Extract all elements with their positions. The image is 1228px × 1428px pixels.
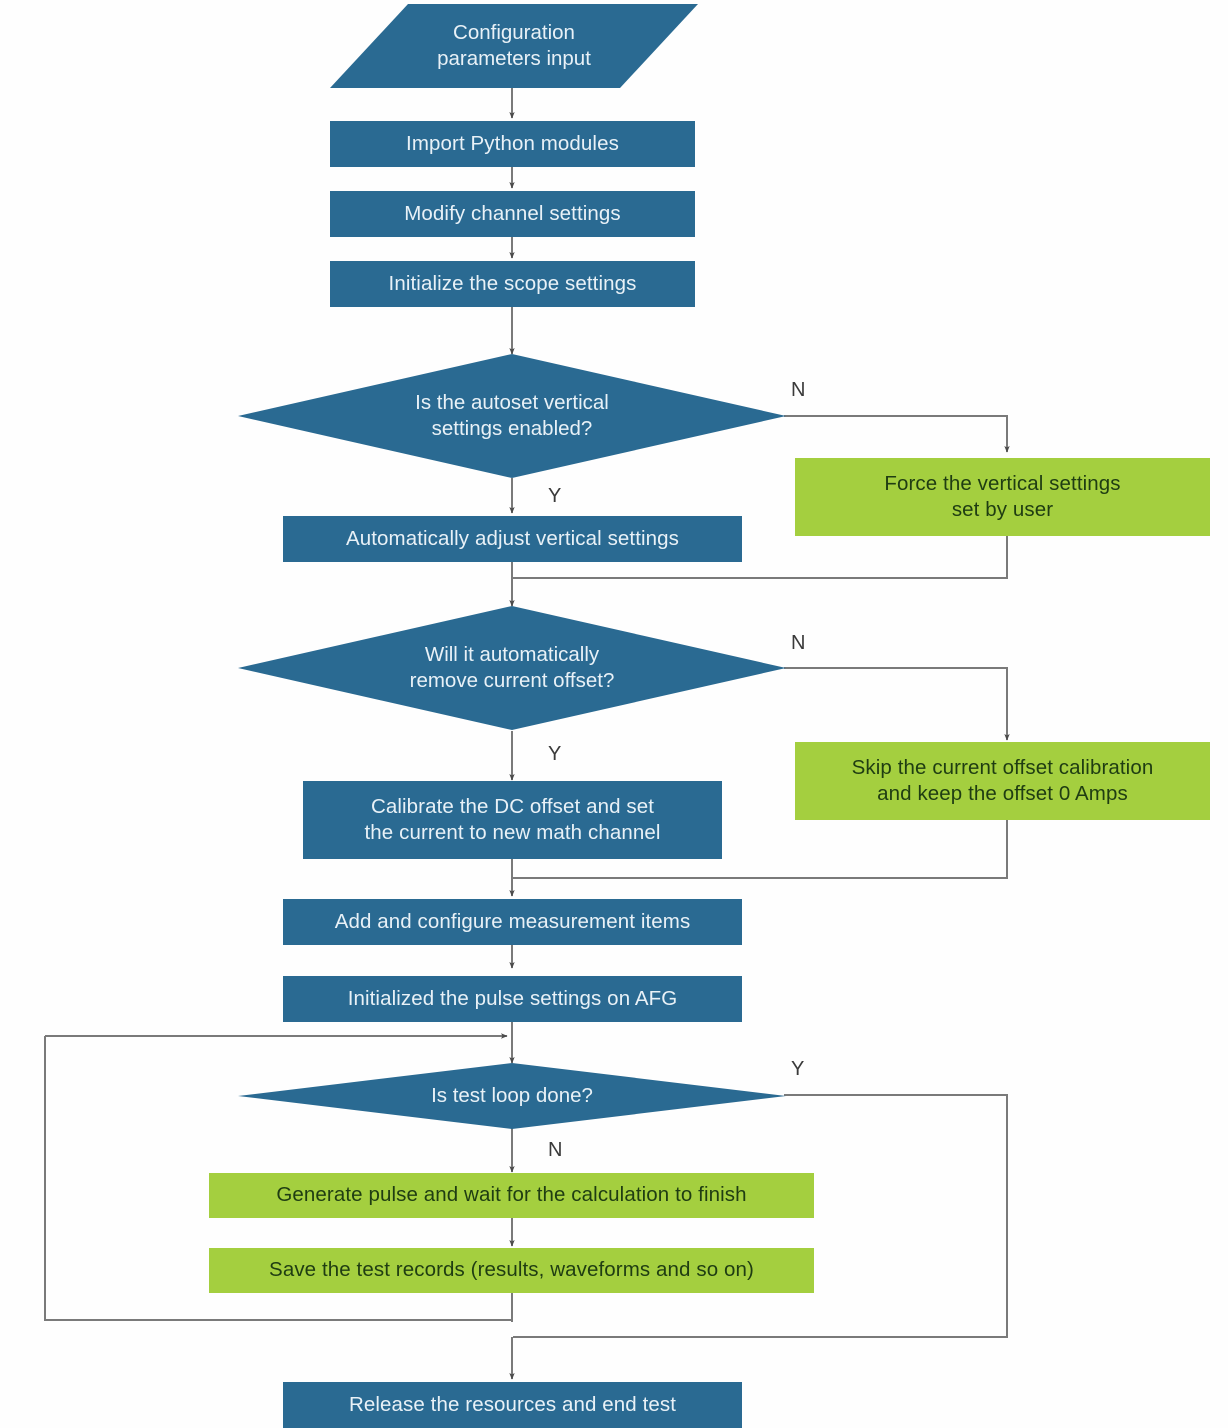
node-skip-current-offset-calibration[interactable]: Skip the current offset calibration and … xyxy=(795,742,1210,820)
node-label: Is test loop done? xyxy=(431,1083,593,1107)
node-label: Save the test records (results, waveform… xyxy=(269,1258,754,1282)
diamond-shape xyxy=(238,606,786,730)
node-initialized-pulse-settings-afg[interactable]: Initialized the pulse settings on AFG xyxy=(283,976,742,1022)
node-label: Skip the current offset calibration and … xyxy=(851,755,1154,805)
edge-label-loopdecision-no: N xyxy=(548,1139,563,1161)
node-label: Initialized the pulse settings on AFG xyxy=(347,986,678,1010)
diamond-shape xyxy=(238,354,786,478)
parallelogram-shape xyxy=(330,4,698,88)
node-release-resources-end-test[interactable]: Release the resources and end test xyxy=(283,1382,742,1428)
node-import-python-modules[interactable]: Import Python modules xyxy=(330,121,695,167)
edge-label-decision2-no: N xyxy=(791,632,806,654)
edge-label-decision2-yes: Y xyxy=(548,743,562,765)
node-label: Will it automatically remove current off… xyxy=(409,642,615,692)
node-label: Add and configure measurement items xyxy=(334,909,691,933)
node-save-test-records[interactable]: Save the test records (results, waveform… xyxy=(209,1248,814,1293)
diamond-shape xyxy=(238,1063,786,1129)
node-decision-test-loop-done[interactable]: Is test loop done? xyxy=(238,1063,786,1129)
node-force-vertical-settings[interactable]: Force the vertical settings set by user xyxy=(795,458,1210,536)
node-decision-remove-current-offset[interactable]: Will it automatically remove current off… xyxy=(238,606,786,730)
node-initialize-scope-settings[interactable]: Initialize the scope settings xyxy=(330,261,695,307)
edge-green2-merge xyxy=(513,820,1008,879)
node-label: Force the vertical settings set by user xyxy=(884,471,1121,521)
node-calibrate-dc-offset[interactable]: Calibrate the DC offset and set the curr… xyxy=(303,781,722,859)
node-label: Initialize the scope settings xyxy=(388,271,637,295)
node-label: Import Python modules xyxy=(406,131,619,155)
node-generate-pulse-wait-calculation[interactable]: Generate pulse and wait for the calculat… xyxy=(209,1173,814,1218)
node-decision-autoset-vertical-enabled[interactable]: Is the autoset vertical settings enabled… xyxy=(238,354,786,478)
edge-decision2-no xyxy=(784,667,1010,741)
edge-loopdecision-yes xyxy=(513,1094,1008,1338)
node-modify-channel-settings[interactable]: Modify channel settings xyxy=(330,191,695,237)
node-add-configure-measurement-items[interactable]: Add and configure measurement items xyxy=(283,899,742,945)
node-label: Automatically adjust vertical settings xyxy=(345,526,680,550)
edge-label-loopdecision-yes: Y xyxy=(791,1058,805,1080)
edge-loopback-path xyxy=(44,1036,513,1321)
node-label: Configuration parameters input xyxy=(437,20,591,70)
edge-decision1-no xyxy=(784,415,1010,453)
edge-green1-merge xyxy=(513,536,1008,579)
node-label: Generate pulse and wait for the calculat… xyxy=(276,1183,747,1207)
edge-label-decision1-no: N xyxy=(791,379,806,401)
node-label: Is the autoset vertical settings enabled… xyxy=(415,390,609,440)
node-label: Calibrate the DC offset and set the curr… xyxy=(364,794,661,844)
edge-label-decision1-yes: Y xyxy=(548,485,562,507)
node-label: Modify channel settings xyxy=(404,201,621,225)
node-label: Release the resources and end test xyxy=(348,1392,677,1416)
node-automatically-adjust-vertical-settings[interactable]: Automatically adjust vertical settings xyxy=(283,516,742,562)
node-configuration-parameters-input[interactable]: Configuration parameters input xyxy=(330,4,698,88)
